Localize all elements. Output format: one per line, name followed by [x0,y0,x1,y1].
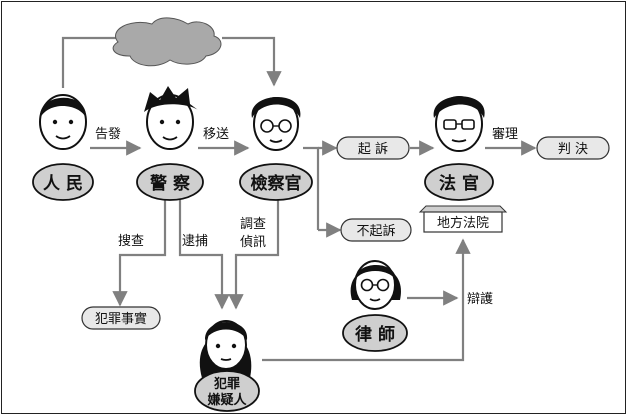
investigate-label-2: 偵訊 [240,235,266,250]
suspect-label-2: 嫌疑人 [206,392,247,408]
prosecutor-label: 檢察官 [251,173,302,194]
citizen-label: 人 民 [43,174,83,194]
no-indict-text: 不起訴 [356,223,395,239]
lawyer-figure: 律 師 [342,260,408,352]
no-indict-pill: 不起訴 [340,218,412,242]
judge-label: 法 官 [439,173,479,194]
arrest-arrow [178,195,230,310]
arrest-label: 逮捕 [182,233,208,249]
court-label: 地方法院 [437,215,489,231]
judge-figure: 法 官 [424,96,494,201]
prosecutor-figure: 檢察官 [239,96,313,201]
suspect-to-court-arrow [262,238,471,362]
suspect-figure: 犯罪 嫌疑人 [194,320,260,412]
citizen-figure: 人 民 [32,94,94,201]
search-label: 搜查 [118,234,144,249]
judgment-pill: 判 決 [536,136,610,160]
people-to-cloud-line [61,36,118,88]
judgment-text: 判 決 [558,142,588,157]
cloud-to-prosecutor-arrow [222,36,282,87]
crime-facts-pill: 犯罪事實 [81,306,161,330]
investigate-arrow [228,195,280,310]
court-box: 地方法院 [418,205,508,233]
transfer-label: 移送 [203,127,229,142]
lawyer-label: 律 師 [354,324,395,345]
trial-label: 審理 [492,127,518,142]
indict-pill: 起 訴 [336,136,410,160]
defend-label: 辯護 [467,291,493,307]
police-figure: 警 察 [136,86,204,201]
report-label: 告發 [95,127,121,142]
taiwan-cloud-shape [112,17,222,67]
search-arrow [112,195,167,307]
indict-text: 起 訴 [358,141,388,157]
police-label: 警 察 [149,173,191,194]
suspect-label-1: 犯罪 [213,376,240,392]
crime-facts-text: 犯罪事實 [95,311,147,327]
investigate-label-1: 調查 [240,217,266,232]
